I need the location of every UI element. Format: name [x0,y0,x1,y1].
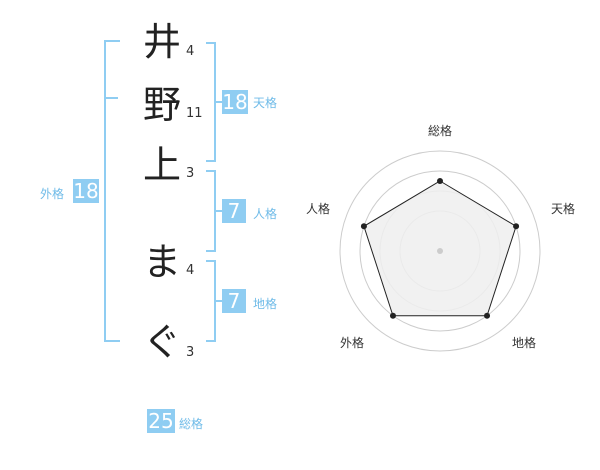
stroke-count-3: 3 [186,166,195,181]
radar-point-2 [484,312,491,319]
soukaku-label: 総格 [179,417,204,431]
stroke-count-4: 4 [186,263,195,278]
name-char-3: 上 [142,143,181,187]
radar-center-dot [437,248,443,254]
jinkaku-label: 人格 [253,207,278,221]
radar-point-1 [513,223,520,230]
radar-label-3: 外格 [340,335,364,350]
radar-label-0: 総格 [428,123,452,138]
radar-ring-1 [359,170,521,332]
stroke-count-5: 3 [186,345,195,360]
stroke-count-1: 4 [186,44,195,59]
radar-point-3 [389,312,396,319]
name-char-4: ま [142,240,181,284]
name-char-2: 野 [142,83,181,127]
name-char-1: 井 [142,20,181,64]
radar-ring-3 [399,210,481,292]
chikaku-label: 地格 [253,297,278,311]
jinkaku-value-box: 7 [222,199,246,223]
tenkaku-bracket-tick [214,101,222,103]
gaikaku-bracket [104,40,120,342]
tenkaku-value-box: 18 [222,90,248,114]
gaikaku-label: 外格 [40,187,65,201]
gaikaku-value-box: 18 [73,179,99,203]
soukaku-value-box: 25 [147,409,175,433]
radar-point-0 [437,178,443,184]
stroke-count-2: 11 [186,106,203,121]
radar-ring-2 [379,190,501,312]
tenkaku-label: 天格 [253,96,278,110]
gaikaku-bracket-tick-top [106,97,118,99]
chikaku-bracket-tick [214,300,222,302]
name-char-5: ぐ [142,320,181,364]
radar-ring-0 [339,150,541,352]
radar-label-4: 人格 [306,201,330,216]
radar-label-2: 地格 [512,335,536,350]
radar-label-1: 天格 [551,201,575,216]
radar-polygon [363,180,517,317]
radar-point-4 [360,223,367,230]
chikaku-value-box: 7 [222,289,246,313]
jinkaku-bracket-tick [214,210,222,212]
